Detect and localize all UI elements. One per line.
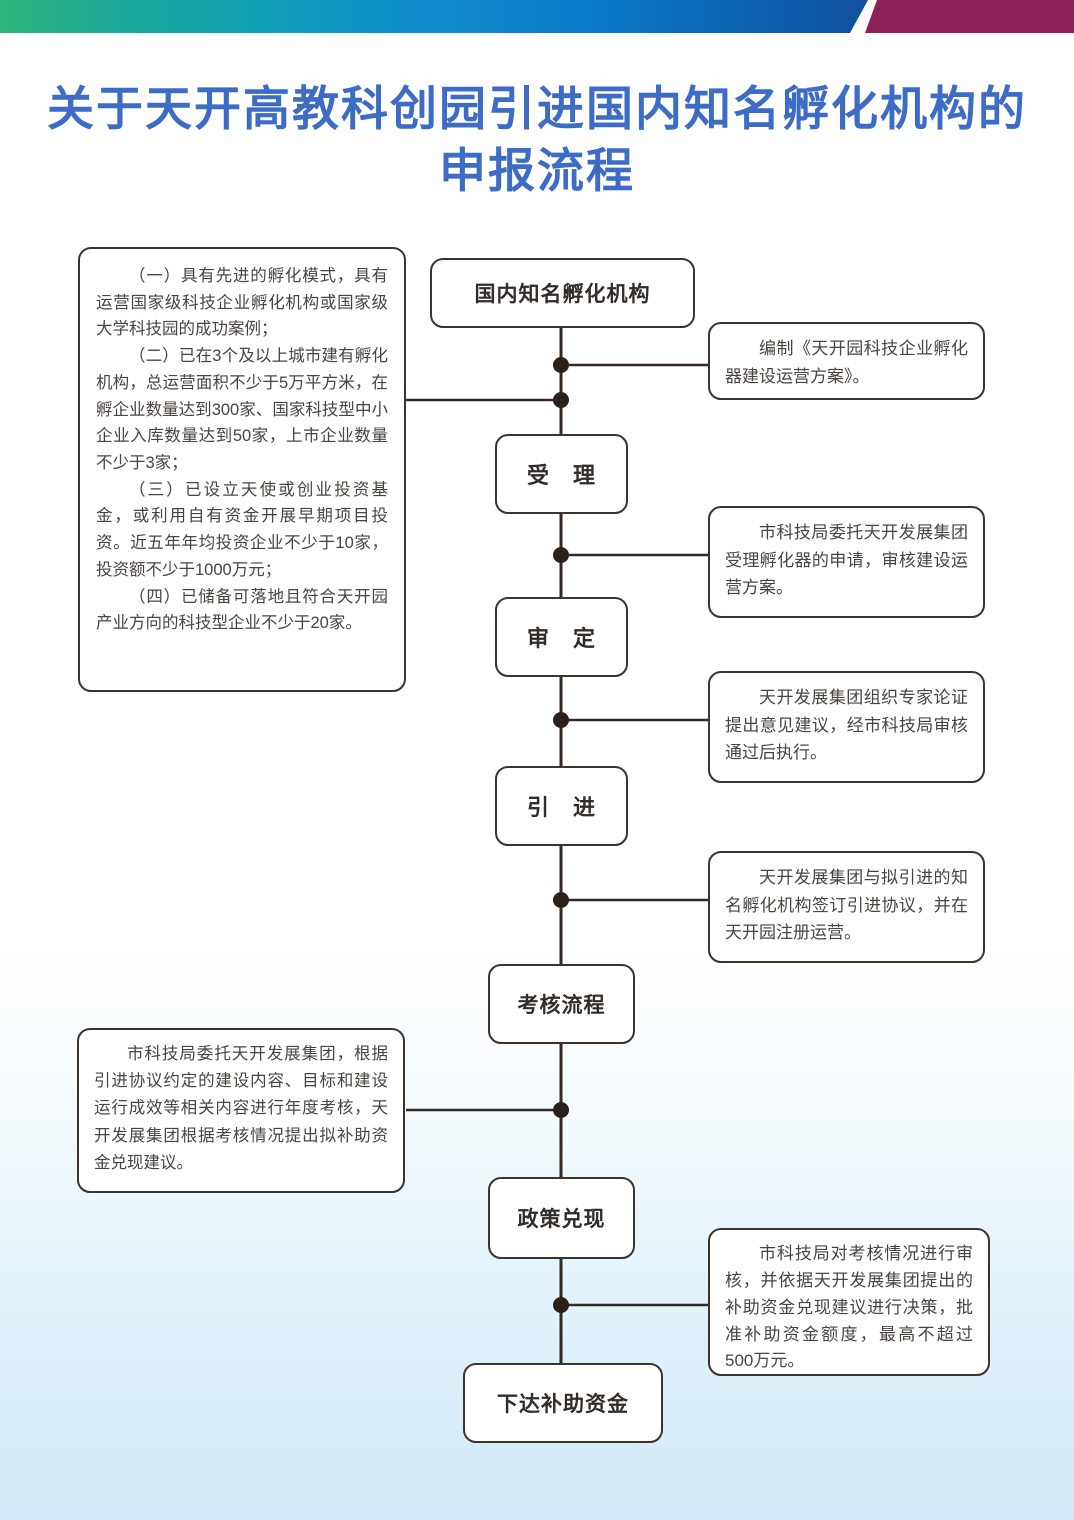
junction-dot (553, 892, 569, 908)
note-assessment-detail: 市科技局委托天开发展集团，根据引进协议约定的建设内容、目标和建设运行成效等相关内… (77, 1028, 405, 1193)
node-source-institution: 国内知名孵化机构 (430, 258, 695, 328)
junction-dot (553, 712, 569, 728)
junction-dot (553, 1297, 569, 1313)
title-line-2: 申报流程 (439, 144, 635, 197)
junction-dot (553, 1102, 569, 1118)
header-purple-stripe (865, 0, 1074, 33)
criteria-paragraph: （一）具有先进的孵化模式，具有运营国家级科技企业孵化机构或国家级大学科技园的成功… (96, 267, 388, 339)
note-introduce-detail: 天开发展集团与拟引进的知名孵化机构签订引进协议，并在天开园注册运营。 (708, 851, 985, 963)
note-accept-detail: 市科技局委托天开发展集团受理孵化器的申请，审核建设运营方案。 (708, 506, 985, 618)
node-approve: 审 定 (495, 597, 628, 677)
title-line-1: 关于天开高教科创园引进国内知名孵化机构的 (47, 82, 1027, 135)
node-grant-funds: 下达补助资金 (463, 1363, 663, 1443)
criteria-paragraph: （二）已在3个及以上城市建有孵化机构，总运营面积不少于5万平方米，在孵企业数量达… (96, 347, 388, 473)
node-accept: 受 理 (495, 434, 628, 514)
junction-dot (553, 392, 569, 408)
node-introduce: 引 进 (495, 766, 628, 846)
note-cash-detail: 市科技局对考核情况进行审核，并依据天开发展集团提出的补助资金兑现建议进行决策，批… (708, 1228, 990, 1376)
note-review-detail: 天开发展集团组织专家论证提出意见建议，经市科技局审核通过后执行。 (708, 671, 985, 783)
header-bar (0, 0, 1074, 33)
node-assessment-process: 考核流程 (488, 964, 635, 1044)
criteria-paragraph: （四）已储备可落地且符合天开园产业方向的科技型企业不少于20家。 (96, 587, 388, 633)
junction-dot (553, 547, 569, 563)
junction-dot (553, 357, 569, 373)
node-policy-cash: 政策兑现 (488, 1177, 635, 1259)
note-plan: 编制《天开园科技企业孵化器建设运营方案》。 (708, 322, 985, 400)
header-gradient-stripe (0, 0, 868, 33)
criteria-paragraph: （三）已设立天使或创业投资基金，或利用自有资金开展早期项目投资。近五年年均投资企… (96, 480, 388, 579)
page-title: 关于天开高教科创园引进国内知名孵化机构的 申报流程 (0, 78, 1074, 202)
note-criteria: （一）具有先进的孵化模式，具有运营国家级科技企业孵化机构或国家级大学科技园的成功… (78, 247, 406, 692)
